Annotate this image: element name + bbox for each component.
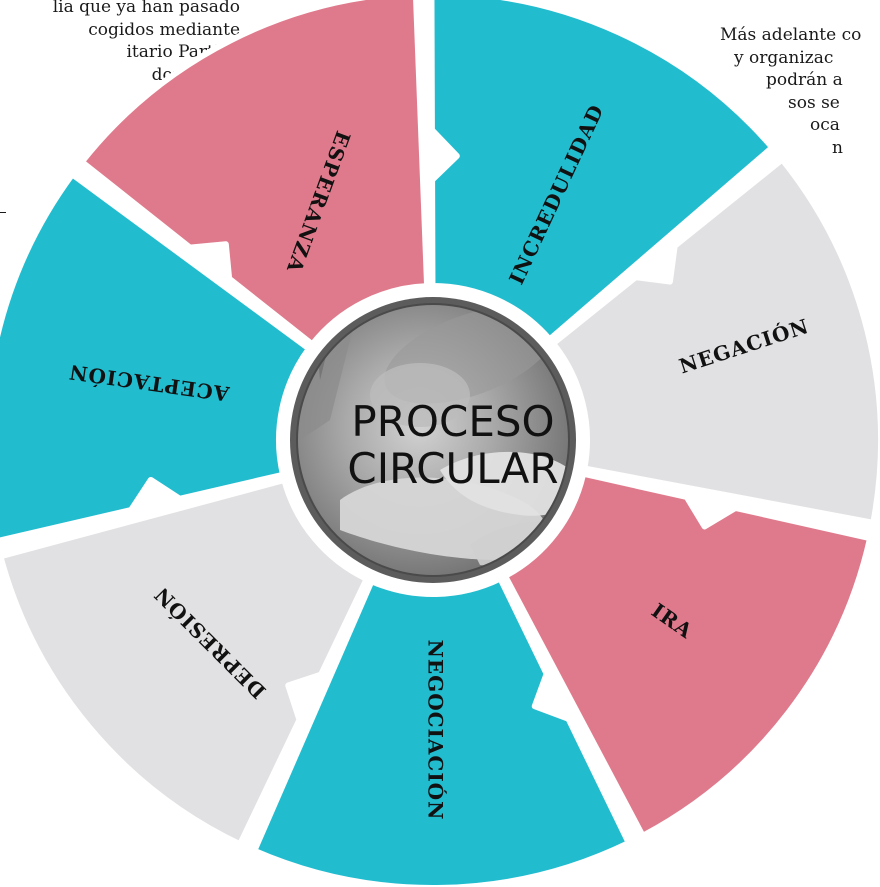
right-text-line: Más adelante co [720, 25, 862, 45]
right-text-line: podrán a [766, 70, 843, 90]
segment-negacion [550, 156, 880, 526]
right-body-text: Más adelante co y organizac podrán a sos… [720, 24, 880, 159]
right-text-line: sos se [788, 92, 840, 113]
text-dash [0, 212, 6, 213]
right-text-line: y organizac [734, 47, 834, 68]
center-title-line2: CIRCULAR [347, 444, 558, 493]
segment-ira [502, 470, 874, 839]
segment-esperanza [78, 0, 431, 348]
segment-incredulidad [428, 0, 776, 343]
segment-label-negociacion: NEGOCIACIÓN [424, 640, 449, 821]
segment-depresion [0, 477, 370, 848]
right-text-line: oca [810, 115, 840, 135]
left-text-line: lia que ya han pasado [52, 0, 240, 17]
segment-aceptacion [0, 171, 313, 544]
left-text-line: cogidos mediante [88, 19, 240, 40]
segment-negociacion [251, 575, 632, 887]
center-title-line1: PROCESO [351, 397, 554, 446]
right-text-line: n [832, 137, 843, 158]
